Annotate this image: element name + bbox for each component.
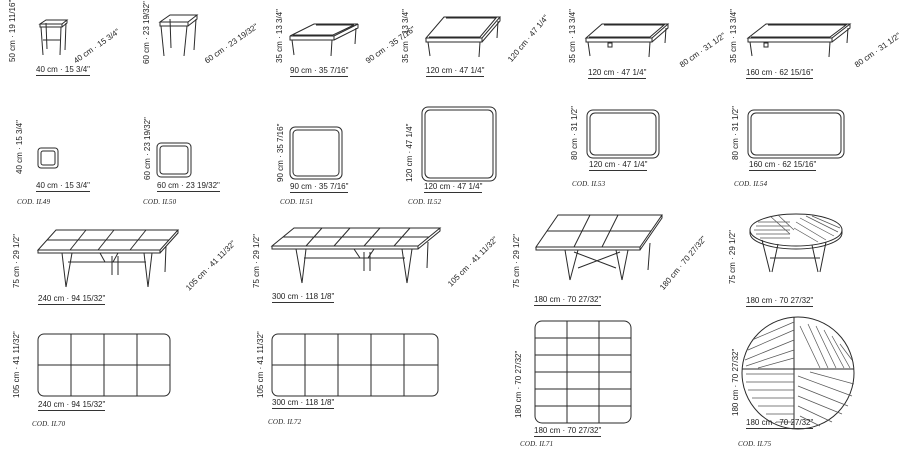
il52-width-dim: 120 cm · 47 1/4"	[426, 66, 485, 77]
il50-code: COD. IL50	[143, 198, 177, 206]
il53-width-dim: 120 cm · 47 1/4"	[588, 68, 647, 79]
il50-plan-depth-dim: 60 cm · 23 19/32"	[143, 117, 152, 180]
il72-code: COD. IL72	[268, 418, 302, 426]
il49-depth-dim: 40 cm · 15 3/4"	[72, 27, 122, 66]
il72-width-dim: 300 cm · 118 1/8"	[272, 292, 335, 303]
il49-plan-depth-dim: 40 cm · 15 3/4"	[15, 120, 24, 174]
il75-plan-depth-dim: 180 cm · 70 27/32"	[731, 348, 740, 416]
il70-depth-dim: 105 cm · 41 11/32"	[184, 238, 238, 293]
il49-code: COD. IL49	[17, 198, 51, 206]
il70-height-dim: 75 cm · 29 1/2"	[12, 234, 21, 288]
il53-height-dim: 35 cm · 13 3/4"	[568, 9, 577, 63]
il49-width-dim: 40 cm · 15 3/4"	[36, 65, 90, 76]
il54-code: COD. IL54	[734, 180, 768, 188]
il51-width-dim: 90 cm · 35 7/16"	[290, 66, 349, 77]
il52-code: COD. IL52	[408, 198, 442, 206]
il72-depth-dim: 105 cm · 41 11/32"	[446, 234, 500, 289]
il75-code: COD. IL75	[738, 440, 772, 448]
il51-plan-depth-dim: 90 cm · 35 7/16"	[276, 123, 285, 182]
il53-code: COD. IL53	[572, 180, 606, 188]
il72-plan-width-dim: 300 cm · 118 1/8"	[272, 398, 335, 409]
il70-plan-width-dim: 240 cm · 94 15/32"	[38, 400, 106, 411]
il50-depth-dim: 60 cm · 23 19/32"	[203, 21, 260, 66]
il71-plan-width-dim: 180 cm · 70 27/32"	[534, 426, 602, 437]
il70-width-dim: 240 cm · 94 15/32"	[38, 294, 106, 305]
il51-code: COD. IL51	[280, 198, 314, 206]
il71-height-dim: 75 cm · 29 1/2"	[512, 234, 521, 288]
il75-height-dim: 75 cm · 29 1/2"	[728, 230, 737, 284]
il71-plan-depth-dim: 180 cm · 70 27/32"	[514, 350, 523, 418]
il49-height-dim: 50 cm · 19 11/16"	[8, 0, 17, 62]
il54-width-dim: 160 cm · 62 15/16"	[746, 68, 814, 79]
il70-code: COD. IL70	[32, 420, 66, 428]
il54-depth-dim: 80 cm · 31 1/2"	[853, 31, 900, 70]
il54-plan-width-dim: 160 cm · 62 15/16"	[749, 160, 817, 171]
il53-plan-depth-dim: 80 cm · 31 1/2"	[570, 106, 579, 160]
il71-code: COD. IL71	[520, 440, 554, 448]
il53-depth-dim: 80 cm · 31 1/2"	[678, 31, 728, 70]
il71-depth-dim: 180 cm · 70 27/32"	[658, 234, 709, 292]
il75-width-dim: 180 cm · 70 27/32"	[746, 296, 814, 307]
il72-height-dim: 75 cm · 29 1/2"	[252, 234, 261, 288]
il75-plan-width-dim: 180 cm · 70 27/32"	[746, 418, 814, 429]
il50-height-dim: 60 cm · 23 19/32"	[142, 1, 151, 64]
il51-plan-width-dim: 90 cm · 35 7/16"	[290, 182, 349, 193]
il50-plan-width-dim: 60 cm · 23 19/32"	[157, 181, 220, 192]
il72-plan-depth-dim: 105 cm · 41 11/32"	[256, 331, 265, 398]
il52-plan-depth-dim: 120 cm · 47 1/4"	[405, 123, 414, 182]
il51-height-dim: 35 cm · 13 3/4"	[275, 9, 284, 63]
il54-height-dim: 35 cm · 13 3/4"	[729, 9, 738, 63]
il71-width-dim: 180 cm · 70 27/32"	[534, 295, 602, 306]
il70-plan-depth-dim: 105 cm · 41 11/32"	[12, 331, 21, 398]
il52-height-dim: 35 cm · 13 3/4"	[401, 9, 410, 63]
il53-plan-width-dim: 120 cm · 47 1/4"	[589, 160, 648, 171]
il52-depth-dim: 120 cm · 47 1/4"	[506, 13, 551, 64]
il52-plan-width-dim: 120 cm · 47 1/4"	[424, 182, 483, 193]
il49-plan-width-dim: 40 cm · 15 3/4"	[36, 181, 90, 192]
il54-plan-depth-dim: 80 cm · 31 1/2"	[731, 106, 740, 160]
